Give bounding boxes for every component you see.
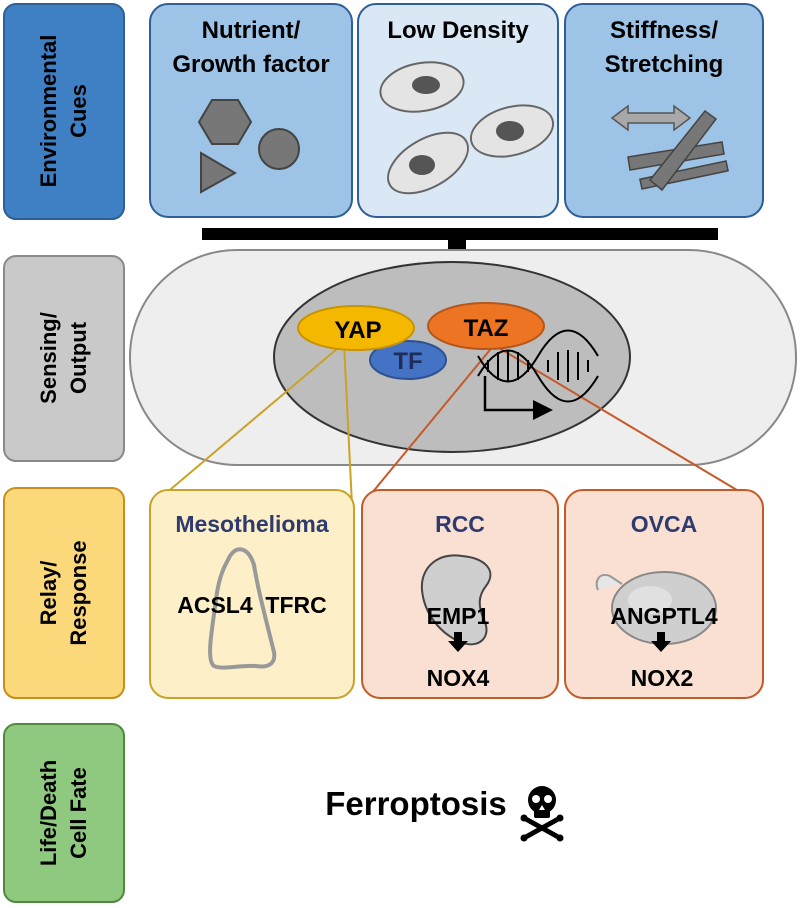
down-arrow-icon xyxy=(651,632,671,652)
tf-label: TF xyxy=(393,348,422,375)
response-panel-rcc: RCC EMP1 NOX4 xyxy=(361,489,559,699)
cue-title: Low Density xyxy=(387,17,529,44)
row-label-line2: Cues xyxy=(66,84,91,138)
row-label-sensing-output: Sensing/ Output xyxy=(3,255,125,462)
ovary-icon xyxy=(595,571,717,645)
row-label-environmental-cues: Environmental Cues xyxy=(3,3,125,220)
downstream-gene: NOX4 xyxy=(427,665,490,691)
yap-label: YAP xyxy=(334,317,381,344)
connector-line xyxy=(361,344,495,506)
double-arrow-icon xyxy=(610,104,692,132)
lung-icon xyxy=(208,547,277,670)
fiber-icon xyxy=(627,109,729,192)
connector-line xyxy=(343,342,353,506)
row-label-cell-fate: Life/Death Cell Fate xyxy=(3,723,125,903)
down-arrow-icon xyxy=(448,632,468,652)
skull-crossbones-icon xyxy=(520,786,564,842)
triangle-icon xyxy=(200,151,238,194)
row-label-line1: Sensing/ xyxy=(36,312,61,404)
upstream-gene: EMP1 xyxy=(427,603,490,629)
cue-panel-low-density: Low Density xyxy=(357,3,559,218)
cue-title-line2: Stretching xyxy=(605,51,724,78)
row-label-line2: Output xyxy=(66,321,91,394)
row-label-line2: Response xyxy=(66,540,91,645)
response-panel-ovca: OVCA ANGPTL4 NOX2 xyxy=(564,489,764,699)
response-title: Mesothelioma xyxy=(175,511,329,537)
hexagon-icon xyxy=(197,99,253,145)
response-title: OVCA xyxy=(631,511,697,537)
taz-label: TAZ xyxy=(464,315,509,342)
transcription-arrow-icon xyxy=(483,376,553,420)
circle-icon xyxy=(258,128,300,170)
cue-title-line2: Growth factor xyxy=(172,51,329,78)
downstream-gene: NOX2 xyxy=(631,665,694,691)
cue-title-line1: Stiffness/ xyxy=(610,17,718,44)
row-label-line2: Cell Fate xyxy=(66,767,91,859)
fate-label: Ferroptosis xyxy=(325,785,507,822)
dna-helix-icon xyxy=(477,329,599,403)
cell-icon xyxy=(469,104,555,158)
response-title: RCC xyxy=(435,511,485,537)
tf-protein: TF xyxy=(369,340,447,380)
row-label-relay-response: Relay/ Response xyxy=(3,487,125,699)
row-label-line1: Environmental xyxy=(36,35,61,188)
cue-panel-stiffness: Stiffness/ Stretching xyxy=(564,3,764,218)
convergence-bar xyxy=(202,228,718,240)
connector-line xyxy=(493,344,763,506)
cell-icon xyxy=(387,131,469,195)
row-label-line1: Relay/ xyxy=(36,561,61,626)
gene-list: ACSL4 TFRC xyxy=(177,592,327,618)
row-label-line1: Life/Death xyxy=(36,760,61,866)
upstream-gene: ANGPTL4 xyxy=(610,603,718,629)
cell-icon xyxy=(379,61,465,113)
taz-protein: TAZ xyxy=(427,302,545,350)
kidney-icon xyxy=(420,554,492,646)
response-panel-mesothelioma: Mesothelioma ACSL4 TFRC xyxy=(149,489,355,699)
yap-protein: YAP xyxy=(297,305,415,351)
cue-title-line1: Nutrient/ xyxy=(202,17,301,44)
cue-panel-nutrient: Nutrient/ Growth factor xyxy=(149,3,353,218)
connector-line xyxy=(151,342,345,506)
